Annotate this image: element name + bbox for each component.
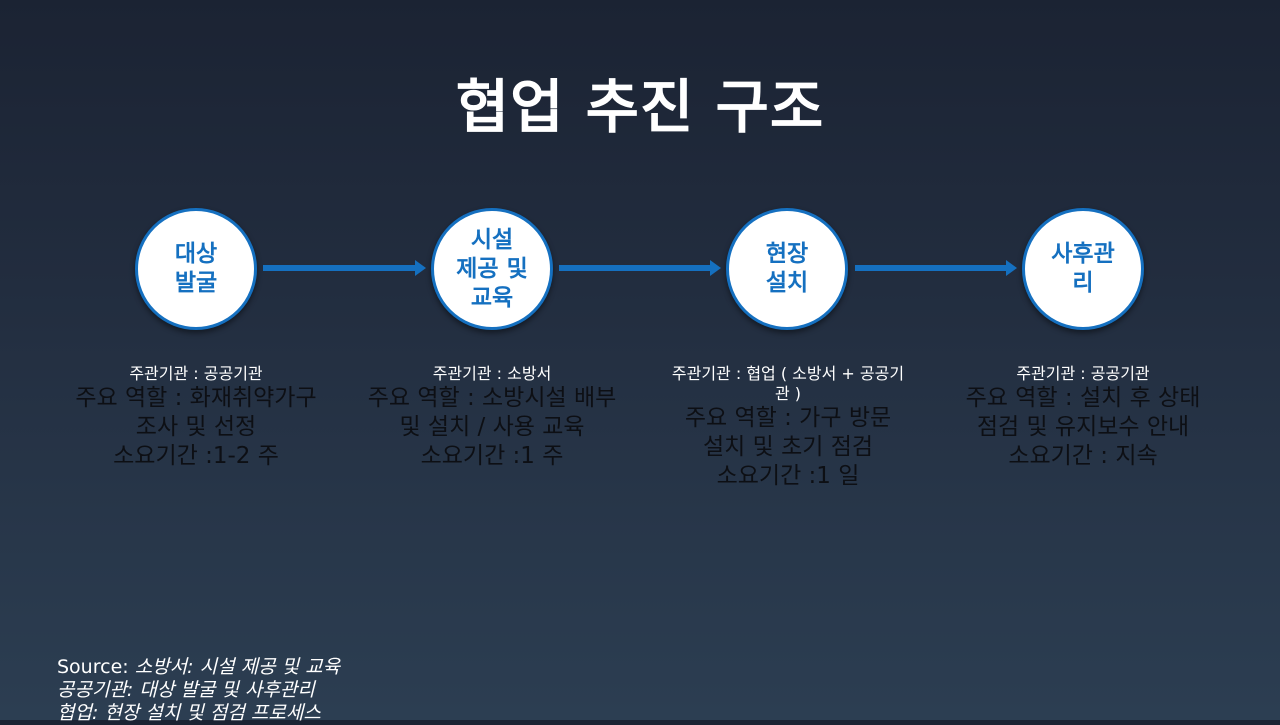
- step-node-target-discovery: 대상 발굴: [135, 208, 257, 330]
- source-label: Source:: [57, 656, 129, 678]
- source-line: 공공기관: 대상 발굴 및 사후관리: [57, 679, 315, 701]
- page-title: 협업 추진 구조: [455, 73, 825, 141]
- main-role: 주요 역할 : 소방시설 배부 및 설치 / 사용 교육: [367, 385, 617, 440]
- step-node-aftercare: 사후관 리: [1022, 208, 1144, 330]
- main-role: 주요 역할 : 가구 방문 설치 및 초기 점검: [684, 405, 892, 460]
- step-node-onsite-installation: 현장 설치: [726, 208, 848, 330]
- duration: 소요기간 :1-2 주: [113, 443, 279, 469]
- arrow-right-icon: [855, 260, 1017, 276]
- step-label: 사후관 리: [1051, 241, 1115, 296]
- source-line: 소방서: 시설 제공 및 교육: [134, 656, 341, 678]
- arrow-right-icon: [559, 260, 721, 276]
- step-node-facility-provision: 시설 제공 및 교육: [431, 208, 553, 330]
- lead-organization: 주관기관 : 소방서: [432, 364, 552, 383]
- step-info-4: 주관기관 : 공공기관 주요 역할 : 설치 후 상태 점검 및 유지보수 안내…: [953, 364, 1213, 471]
- lead-organization: 주관기관 : 공공기관: [1016, 364, 1150, 383]
- arrow-right-icon: [263, 260, 426, 276]
- duration: 소요기간 : 지속: [1008, 443, 1158, 469]
- step-label: 현장 설치: [765, 241, 809, 296]
- step-label: 시설 제공 및 교육: [456, 226, 528, 311]
- lead-organization: 주관기관 : 공공기관: [129, 364, 263, 383]
- step-info-3: 주관기관 : 협업 ( 소방서 + 공공기관 ) 주요 역할 : 가구 방문 설…: [667, 364, 909, 491]
- duration: 소요기간 :1 주: [420, 443, 564, 469]
- main-role: 주요 역할 : 화재취약가구 조사 및 선정: [75, 385, 317, 440]
- step-info-2: 주관기관 : 소방서 주요 역할 : 소방시설 배부 및 설치 / 사용 교육 …: [362, 364, 622, 471]
- source-note: Source: 소방서: 시설 제공 및 교육 공공기관: 대상 발굴 및 사후…: [57, 656, 340, 725]
- main-role: 주요 역할 : 설치 후 상태 점검 및 유지보수 안내: [965, 385, 1201, 440]
- duration: 소요기간 :1 일: [716, 463, 860, 489]
- step-label: 대상 발굴: [174, 241, 218, 296]
- step-info-1: 주관기관 : 공공기관 주요 역할 : 화재취약가구 조사 및 선정 소요기간 …: [66, 364, 326, 471]
- source-line: 협업: 현장 설치 및 점검 프로세스: [57, 702, 321, 724]
- lead-organization: 주관기관 : 협업 ( 소방서 + 공공기관 ): [671, 364, 905, 403]
